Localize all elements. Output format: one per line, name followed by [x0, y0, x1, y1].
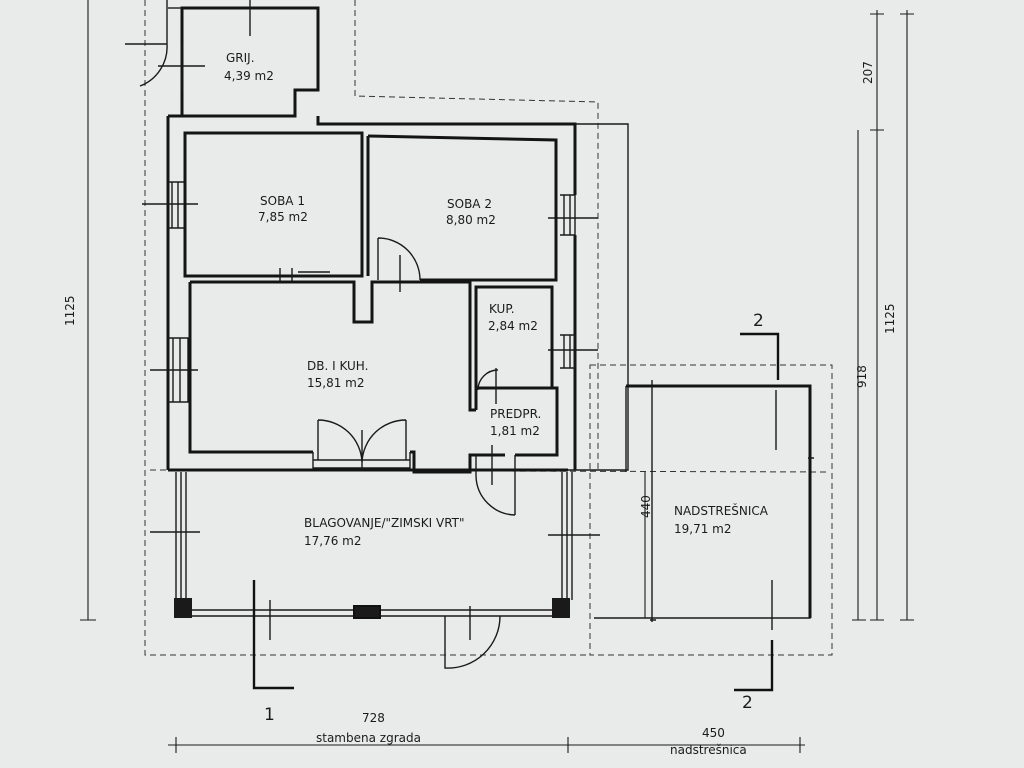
label-dbkuh-area: 15,81 m2 — [307, 376, 365, 390]
label-predpr-name: PREDPR. — [490, 407, 541, 421]
label-blagovanje-area: 17,76 m2 — [304, 534, 362, 548]
dim-canopy-inner: 440 — [639, 495, 653, 518]
room-predpr-walls — [474, 386, 559, 516]
label-blagovanje-name: BLAGOVANJE/"ZIMSKI VRT" — [304, 516, 465, 530]
dimension-labels: 1125 207 918 1125 440 728 stambena zgrad… — [63, 61, 897, 757]
canopy-structure — [594, 380, 814, 622]
dim-bottom-canopy: 450 — [702, 726, 725, 740]
label-grij-name: GRIJ. — [226, 51, 255, 65]
label-predpr-area: 1,81 m2 — [490, 424, 540, 438]
dim-bottom-canopy-label: nadstrešnica — [670, 743, 747, 757]
dim-left-height: 1125 — [63, 295, 77, 326]
label-nadstresnica-area: 19,71 m2 — [674, 522, 732, 536]
room-soba2-walls — [366, 134, 558, 292]
section-2-bottom-label: 2 — [742, 693, 753, 713]
dim-bottom-house: 728 — [362, 711, 385, 725]
dimension-lines — [80, 0, 914, 753]
label-kup-area: 2,84 m2 — [488, 319, 538, 333]
label-dbkuh-name: DB. I KUH. — [307, 359, 368, 373]
label-grij-area: 4,39 m2 — [224, 69, 274, 83]
label-soba1-name: SOBA 1 — [260, 194, 305, 208]
section-1-bottom-label: 1 — [264, 705, 275, 725]
label-kup-name: KUP. — [489, 302, 515, 316]
dim-right-top: 207 — [861, 61, 875, 84]
label-soba2-name: SOBA 2 — [447, 197, 492, 211]
label-soba2-area: 8,80 m2 — [446, 213, 496, 227]
room-grij-walls — [125, 0, 320, 118]
label-nadstresnica-name: NADSTREŠNICA — [674, 503, 769, 518]
room-labels: GRIJ. 4,39 m2 SOBA 1 7,85 m2 SOBA 2 8,80… — [224, 51, 769, 548]
room-blagovanje-walls — [150, 472, 600, 669]
dim-bottom-house-label: stambena zgrada — [316, 731, 421, 745]
room-soba1-walls — [183, 131, 364, 282]
dim-right-mid: 918 — [855, 365, 869, 388]
section-marks — [252, 332, 780, 692]
section-2-top-label: 2 — [753, 311, 764, 331]
dim-right-total: 1125 — [883, 303, 897, 334]
house-walls — [142, 114, 629, 472]
label-soba1-area: 7,85 m2 — [258, 210, 308, 224]
section-labels: 2 2 1 — [264, 311, 764, 725]
